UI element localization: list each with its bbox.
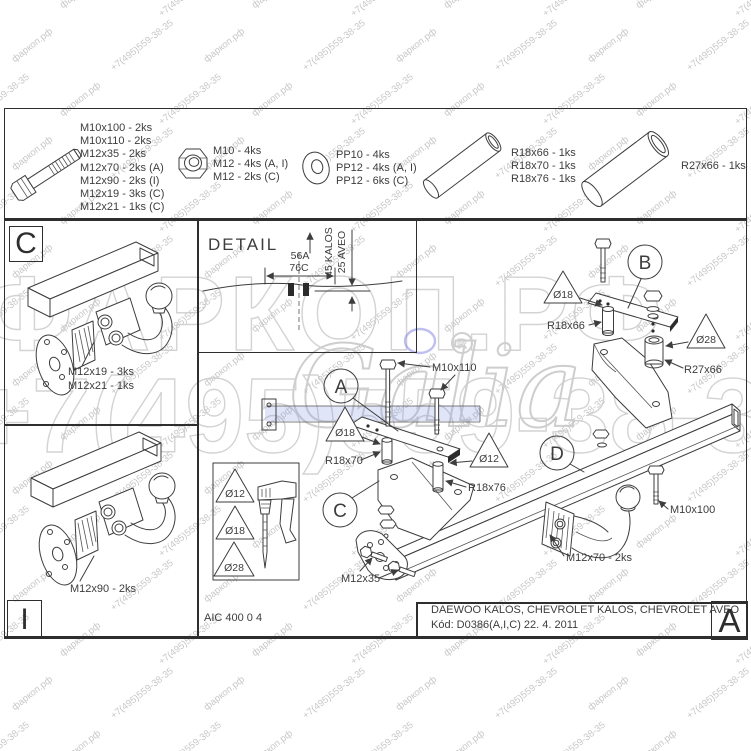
part-size: M10x110 - 2ks	[80, 135, 152, 148]
vehicle-models: DAEWOO KALOS, CHEVROLET KALOS, CHEVROLET…	[431, 604, 740, 616]
spacer-r18x76	[432, 461, 444, 493]
left-column-divider	[197, 221, 199, 638]
detail-panel: DETAIL 56A 76C 45 KALOS 25 AVEO	[202, 227, 403, 333]
m10x100-bolt	[647, 465, 665, 505]
balloon-c: C	[322, 480, 380, 528]
drill-legend: Ø12 Ø18 Ø28	[212, 462, 300, 581]
section-i-drawing: M12x90 - 2ks	[30, 431, 176, 595]
callout-m12x19: M12x19 - 3ks	[68, 366, 135, 378]
callout-r18x76: R18x76	[468, 482, 506, 494]
balloon-a: A	[323, 368, 399, 432]
triangle-dia18-mid: Ø18	[325, 406, 381, 446]
triangle-dia28: Ø28	[665, 313, 726, 349]
callout-m12x35: M12x35	[341, 573, 380, 585]
part-size: R27x66 - 1ks	[681, 160, 746, 172]
section-box-i: I	[7, 600, 42, 639]
svg-text:B: B	[639, 253, 652, 274]
washer-icon	[302, 151, 330, 185]
triangle-dia12: Ø12	[449, 432, 509, 468]
revision-box: A	[711, 601, 748, 640]
revision-letter: A	[718, 601, 741, 639]
part-size: M12 - 2ks (C)	[213, 171, 280, 184]
part-size: M12x19 - 3ks (C)	[80, 188, 165, 201]
parts-list-large-sleeve: R27x66 - 1ks	[681, 160, 746, 173]
detail-panel-right-edge	[416, 221, 417, 352]
svg-text:D: D	[550, 444, 564, 465]
part-size: R18x70 - 1ks	[511, 160, 576, 173]
parts-list-sleeves: R18x66 - 1ks R18x70 - 1ks R18x76 - 1ks	[511, 147, 576, 187]
section-c-drawing: M12x19 - 3ks M12x21 - 1ks	[27, 241, 173, 401]
part-size: M12x35 - 2ks	[80, 148, 147, 161]
part-size: M12x21 - 1ks (C)	[80, 201, 165, 214]
side-bracket-assembly	[355, 457, 475, 581]
callout-labels: M10x110 R18x66 R27x66 R18x70 R18x76 M12x…	[325, 319, 722, 585]
part-size: R18x76 - 1ks	[511, 173, 576, 186]
bottom-thick-line	[4, 636, 746, 639]
spacer-r27x66	[644, 335, 664, 369]
nut-washer-stack	[643, 290, 663, 333]
part-size: M10x100 - 2ks	[80, 122, 153, 134]
callout-r27x66: R27x66	[684, 364, 722, 376]
callout-m12x70: M12x70 - 2ks	[566, 552, 633, 564]
callout-m10x100: M10x100	[670, 504, 715, 516]
sleeve-icon	[422, 132, 502, 199]
svg-text:Ø18: Ø18	[335, 427, 355, 439]
svg-text:Ø28: Ø28	[696, 334, 716, 346]
balloon-b: B	[627, 244, 663, 309]
document-number: AIC 400 0 4	[204, 612, 263, 624]
part-size: R18x66 - 1ks	[511, 147, 576, 159]
part-size: M12 - 4ks (A, I)	[213, 158, 289, 171]
svg-text:Ø18: Ø18	[225, 525, 245, 537]
callout-m10x110: M10x110	[432, 362, 476, 374]
svg-text:Ø28: Ø28	[224, 562, 244, 574]
svg-text:Ø12: Ø12	[479, 453, 499, 465]
spacer-r18x70	[381, 437, 393, 465]
detail-title: DETAIL	[208, 235, 278, 254]
m10x110-bolts	[379, 359, 446, 435]
crossmember-beam	[387, 403, 741, 581]
large-sleeve-icon	[581, 131, 670, 208]
parts-separator-line	[4, 218, 746, 221]
section-letter-i: I	[20, 602, 29, 636]
parts-list-washers: PP10 - 4ks PP12 - 4ks (A, I) PP12 - 6ks …	[336, 149, 417, 189]
svg-text:A: A	[335, 377, 348, 398]
callout-m12x21: M12x21 - 1ks	[68, 380, 135, 392]
title-block-top-edge	[416, 602, 746, 604]
detail-dim-76c: 76C	[289, 262, 309, 274]
part-size: M10 - 4ks	[213, 145, 262, 157]
detail-dim-56a: 56A	[291, 250, 310, 262]
part-size: PP12 - 6ks (C)	[336, 175, 409, 188]
product-code-date: Kód: D0386(A,I,C) 22. 4. 2011	[431, 619, 579, 631]
spacer-r18x66	[602, 306, 614, 336]
callout-r18x70: R18x70	[325, 455, 363, 467]
balloon-d: D	[539, 435, 585, 473]
m12x35-bolt	[359, 545, 388, 563]
part-size: PP12 - 4ks (A, I)	[336, 162, 417, 175]
svg-text:Ø18: Ø18	[553, 289, 573, 301]
section-box-c: C	[9, 226, 43, 262]
part-size: M12x70 - 2ks (A)	[80, 161, 164, 174]
callout-m12x90: M12x90 - 2ks	[70, 583, 137, 595]
detail-dim-aveo: 25 AVEO	[336, 231, 348, 273]
section-letter-c: C	[15, 227, 37, 260]
detail-panel-bottom-edge	[197, 352, 417, 353]
drill-icon	[257, 480, 297, 569]
bolt-icon	[10, 148, 82, 201]
parts-list-bolts: M10x100 - 2ks M10x110 - 2ks M12x35 - 2ks…	[80, 122, 164, 214]
right-arm-bracket	[591, 337, 673, 448]
part-size: PP10 - 4ks	[336, 149, 390, 161]
svg-text:C: C	[333, 501, 347, 522]
detail-dim-kalos: 45 KALOS	[323, 227, 335, 277]
title-block-left-edge	[416, 602, 418, 639]
triangle-dia18-upper: Ø18	[543, 270, 603, 307]
svg-text:Ø12: Ø12	[225, 488, 245, 500]
parts-list-nuts: M10 - 4ks M12 - 4ks (A, I) M12 - 2ks (C)	[213, 145, 288, 185]
nut-icon	[178, 148, 208, 179]
section-c-i-divider	[4, 424, 197, 426]
callout-r18x66: R18x66	[547, 320, 585, 332]
part-size: M12x90 - 2ks (I)	[80, 174, 160, 187]
top-bolt	[594, 238, 612, 283]
